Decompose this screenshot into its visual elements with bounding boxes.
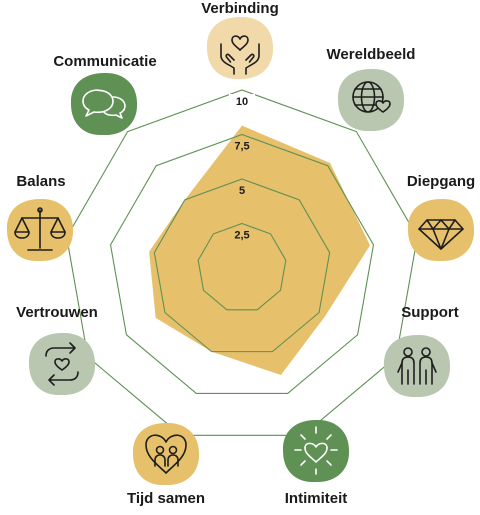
axis-label-intimiteit: Intimiteit bbox=[284, 490, 348, 507]
tick-label: 2,5 bbox=[234, 230, 249, 242]
hands-heart-icon bbox=[204, 14, 276, 82]
axis-label-verbinding: Verbinding bbox=[201, 0, 279, 17]
globe-heart-icon bbox=[335, 66, 407, 134]
tick-label: 10 bbox=[236, 96, 248, 108]
tick-label: 7,5 bbox=[234, 141, 249, 153]
radiant-heart-icon bbox=[280, 417, 352, 485]
speech-bubbles-icon bbox=[68, 70, 140, 138]
cycle-heart-icon bbox=[26, 330, 98, 398]
axis-label-vertrouwen: Vertrouwen bbox=[16, 304, 98, 321]
axis-label-tijd-samen: Tijd samen bbox=[126, 490, 206, 507]
grid-ring-3 bbox=[109, 133, 375, 394]
grid-ring-4 bbox=[66, 89, 418, 436]
tick-background bbox=[229, 94, 255, 108]
axis-label-diepgang: Diepgang bbox=[406, 173, 476, 190]
diamond-icon bbox=[405, 196, 477, 264]
axis-label-support: Support bbox=[401, 304, 459, 321]
axis-label-wereldbeeld: Wereldbeeld bbox=[326, 46, 416, 63]
tick-label: 5 bbox=[239, 185, 245, 197]
scales-icon bbox=[4, 196, 76, 264]
axis-label-communicatie: Communicatie bbox=[53, 53, 157, 70]
axis-label-balans: Balans bbox=[16, 173, 66, 190]
grid-ring-1 bbox=[197, 222, 287, 311]
two-people-icon bbox=[381, 332, 453, 400]
data-area bbox=[149, 125, 370, 376]
grid-ring-2 bbox=[153, 178, 331, 353]
couple-heart-icon bbox=[130, 420, 202, 488]
